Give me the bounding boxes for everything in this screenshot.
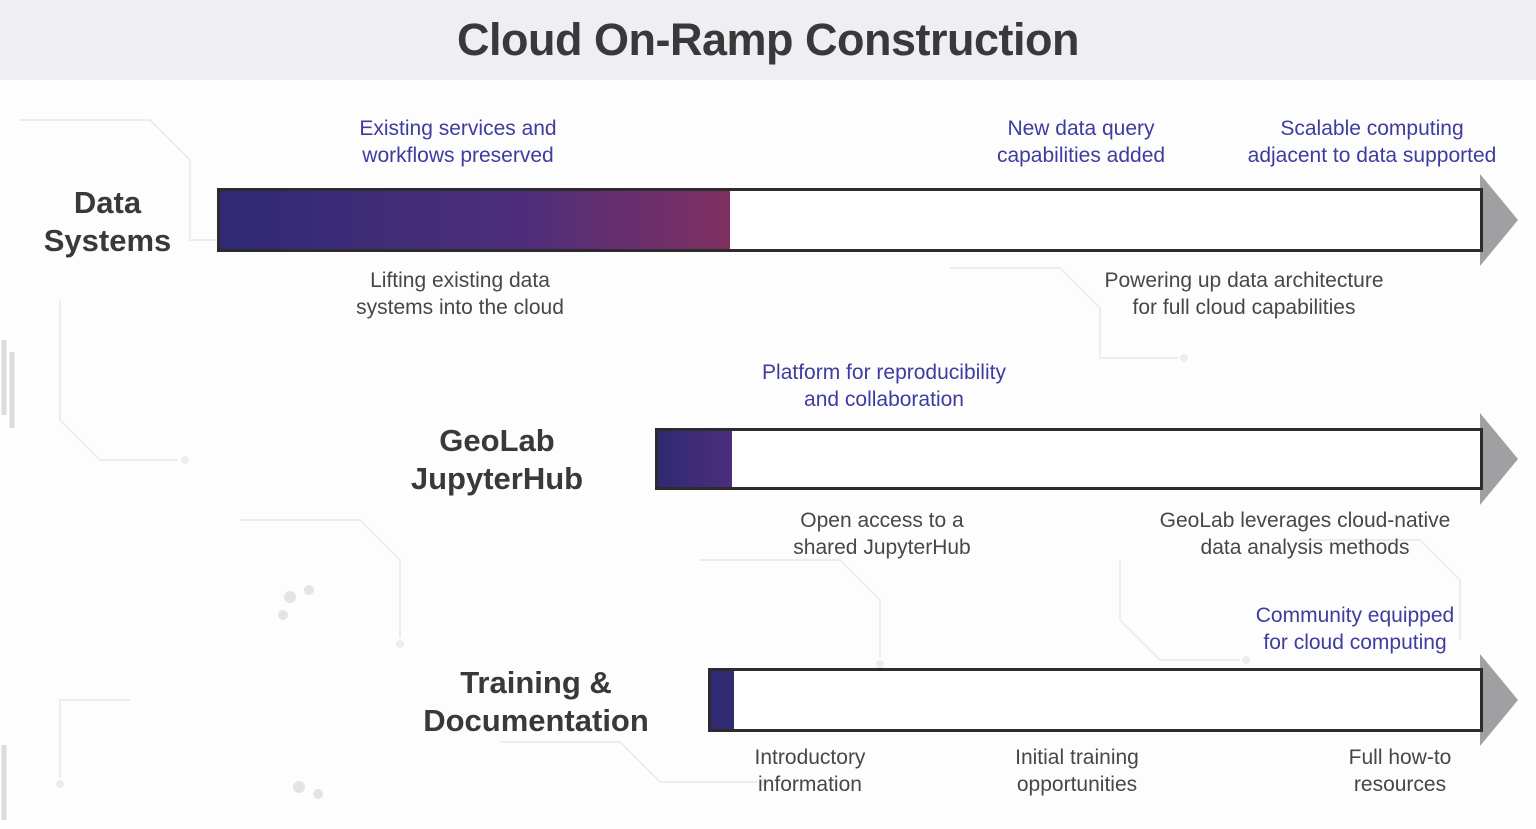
progress-bar-data-systems (217, 188, 1483, 252)
row-label-geolab-jupyterhub: GeoLab JupyterHub (410, 423, 584, 496)
row-label-data-systems: Data Systems (43, 185, 172, 258)
progress-bar-training (708, 668, 1483, 732)
caption-lifting-existing: Lifting existing data systems into the c… (356, 269, 564, 319)
progress-fill-data-systems (220, 191, 731, 249)
annotation-new-data-query: New data query capabilities added (996, 117, 1166, 167)
caption-powering-up: Powering up data architecture for full c… (1104, 269, 1384, 319)
caption-introductory-information: Introductory information (754, 746, 866, 796)
arrowhead-icon-geolab (1480, 413, 1518, 505)
title-band: Cloud On-Ramp Construction (0, 0, 1536, 80)
row-label-training-documentation: Training & Documentation (423, 665, 649, 738)
arrowhead-icon-data-systems (1480, 174, 1518, 266)
progress-bar-geolab (655, 428, 1483, 490)
annotation-existing-services: Existing services and workflows preserve… (359, 117, 557, 167)
progress-fill-training (711, 671, 735, 729)
arrowhead-icon-training (1480, 654, 1518, 746)
caption-initial-training: Initial training opportunities (1015, 746, 1139, 796)
caption-full-how-to: Full how-to resources (1348, 746, 1452, 796)
annotation-platform-reproducibility: Platform for reproducibility and collabo… (762, 361, 1006, 411)
page-title: Cloud On-Ramp Construction (457, 14, 1079, 65)
caption-geolab-leverages: GeoLab leverages cloud-native data analy… (1159, 509, 1451, 559)
annotation-scalable-computing: Scalable computing adjacent to data supp… (1247, 117, 1497, 167)
progress-fill-geolab (658, 431, 732, 487)
annotation-community-equipped: Community equipped for cloud computing (1255, 604, 1455, 654)
caption-open-access: Open access to a shared JupyterHub (793, 509, 971, 559)
